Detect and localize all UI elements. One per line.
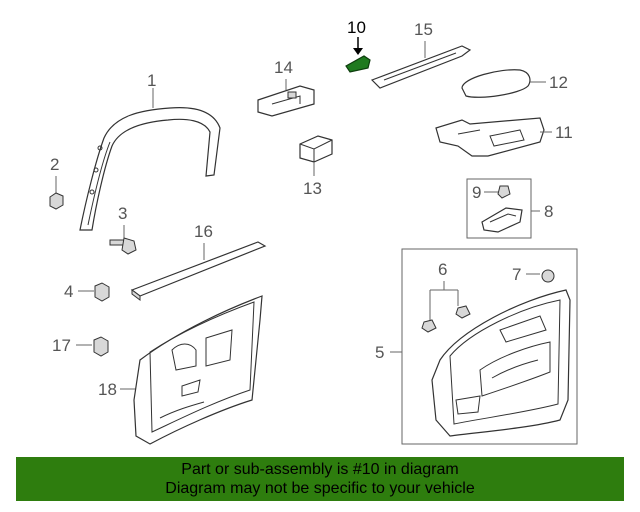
label-5: 5 xyxy=(375,343,384,362)
part-1-door-sash: 1 xyxy=(79,71,221,231)
label-11: 11 xyxy=(555,123,573,142)
part-17-nut: 17 xyxy=(52,336,109,357)
label-10: 10 xyxy=(347,18,366,37)
label-6: 6 xyxy=(438,260,447,279)
part-15-trim-strip: 15 xyxy=(370,20,472,89)
part-11-armrest-base: 11 xyxy=(435,117,573,157)
parts-diagram: 1 2 3 4 17 16 18 xyxy=(49,18,578,445)
part-2-nut: 2 xyxy=(49,155,64,210)
label-1: 1 xyxy=(147,71,156,90)
footer-line-1: Part or sub-assembly is #10 in diagram xyxy=(181,461,459,478)
label-3: 3 xyxy=(118,204,127,223)
label-12: 12 xyxy=(549,73,568,92)
label-18: 18 xyxy=(98,380,117,399)
label-2: 2 xyxy=(50,155,59,174)
part-8-switch-assembly-group: 9 8 xyxy=(466,178,553,239)
footer-banner: Part or sub-assembly is #10 in diagram D… xyxy=(16,457,624,501)
part-12-armrest-pad: 12 xyxy=(461,69,568,98)
part-16-molding: 16 xyxy=(130,222,267,301)
part-5-door-panel-group: 5 6 7 xyxy=(375,248,578,445)
part-10-cover-highlighted: 10 xyxy=(345,18,371,73)
label-17: 17 xyxy=(52,336,71,355)
part-13-switch: 13 xyxy=(299,135,333,198)
part-4-nut: 4 xyxy=(64,282,110,302)
label-8: 8 xyxy=(544,202,553,221)
label-13: 13 xyxy=(303,179,322,198)
label-9: 9 xyxy=(472,183,481,202)
label-4: 4 xyxy=(64,282,73,301)
label-15: 15 xyxy=(414,20,433,39)
footer-line-2: Diagram may not be specific to your vehi… xyxy=(165,480,475,497)
label-7: 7 xyxy=(512,265,521,284)
part-18-door-panel: 18 xyxy=(98,295,263,445)
label-14: 14 xyxy=(274,58,293,77)
label-16: 16 xyxy=(194,222,213,241)
part-14-switch-bracket: 14 xyxy=(257,58,315,117)
part-3-bolt: 3 xyxy=(109,204,137,255)
